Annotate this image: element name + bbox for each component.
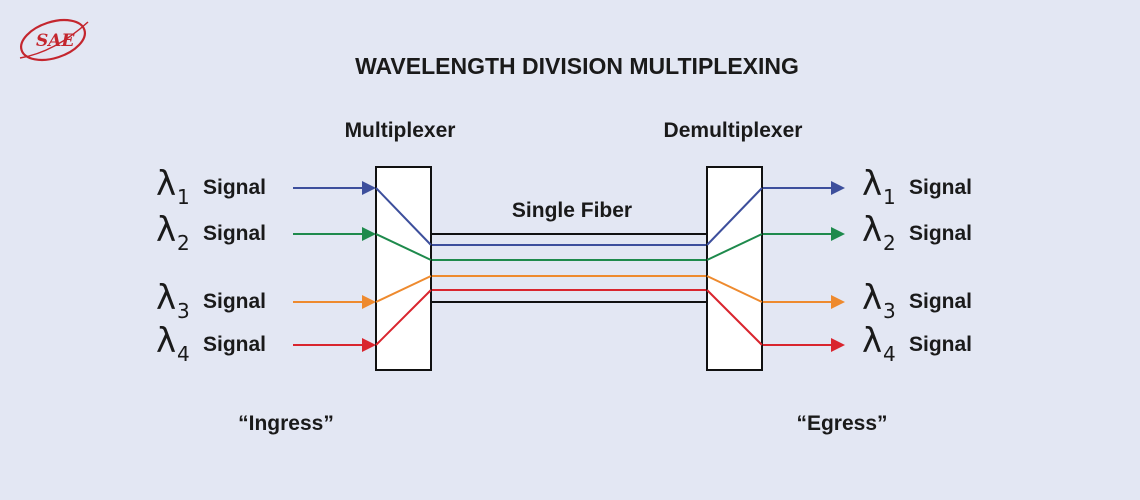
mux-path-4 xyxy=(375,289,432,346)
lambda-symbol: λ xyxy=(862,321,882,361)
mux-path-1 xyxy=(375,187,432,246)
mux-path-2 xyxy=(375,233,432,261)
lambda-symbol: λ xyxy=(862,164,882,204)
signal-label: Signal xyxy=(203,333,266,356)
lambda-subscript: 4 xyxy=(177,342,190,366)
egress-label: “Egress” xyxy=(796,412,887,435)
lambda-symbol: λ xyxy=(862,210,882,250)
lambda-subscript: 4 xyxy=(883,342,896,366)
lambda-subscript: 1 xyxy=(177,185,190,209)
lambda-subscript: 2 xyxy=(883,231,896,255)
demultiplexer-label: Demultiplexer xyxy=(664,119,803,142)
lambda-symbol: λ xyxy=(156,278,176,318)
multiplexer-label: Multiplexer xyxy=(345,119,456,142)
diagram-title: WAVELENGTH DIVISION MULTIPLEXING xyxy=(355,53,799,79)
demux-path-4 xyxy=(706,289,763,346)
fiber-label: Single Fiber xyxy=(512,199,632,222)
logo-text: SAE xyxy=(36,31,75,51)
lambda-symbol: λ xyxy=(156,210,176,250)
lambda-subscript: 1 xyxy=(883,185,896,209)
lambda-subscript: 2 xyxy=(177,231,190,255)
demux-path-3 xyxy=(706,275,763,303)
signal-label: Signal xyxy=(203,290,266,313)
signal-label: Signal xyxy=(909,176,972,199)
multiplexer-box xyxy=(375,166,432,371)
signal-label: Signal xyxy=(203,222,266,245)
signal-label: Signal xyxy=(909,290,972,313)
signal-label: Signal xyxy=(909,333,972,356)
lambda-subscript: 3 xyxy=(177,299,190,323)
lambda-symbol: λ xyxy=(156,321,176,361)
ingress-label: “Ingress” xyxy=(238,412,334,435)
sae-logo: SAE xyxy=(19,18,89,62)
mux-path-3 xyxy=(375,275,432,303)
lambda-subscript: 3 xyxy=(883,299,896,323)
signal-label: Signal xyxy=(909,222,972,245)
demux-path-1 xyxy=(706,187,763,246)
signal-label: Signal xyxy=(203,176,266,199)
lambda-symbol: λ xyxy=(862,278,882,318)
demux-path-2 xyxy=(706,233,763,261)
lambda-symbol: λ xyxy=(156,164,176,204)
